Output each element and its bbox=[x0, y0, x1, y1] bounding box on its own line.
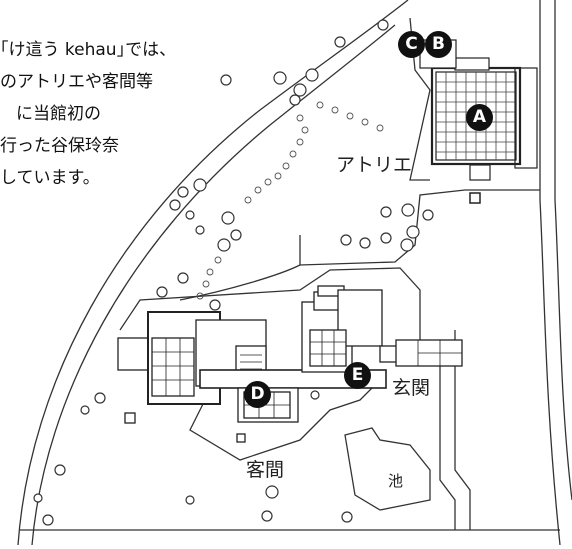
right-inner-path-2 bbox=[439, 340, 456, 530]
label-guest-room: 客間 bbox=[246, 459, 285, 481]
intro-line: 行った谷保玲奈 bbox=[0, 136, 119, 156]
marker-c[interactable]: C bbox=[398, 31, 425, 58]
garden-edge bbox=[189, 379, 381, 461]
intro-line: しています。 bbox=[0, 168, 100, 188]
main-house bbox=[117, 285, 463, 443]
label-atelier: アトリエ bbox=[336, 154, 413, 176]
label-entrance: 玄関 bbox=[392, 377, 431, 399]
lot-line-2 bbox=[179, 264, 301, 301]
pond bbox=[344, 427, 431, 511]
site-boundary bbox=[17, 0, 409, 546]
intro-text: ｢け這う kehau｣では、 のアトリエや客間等 に当館初の 行った谷保玲奈 し… bbox=[0, 34, 300, 194]
intro-line: ｢け這う kehau｣では、 bbox=[0, 40, 177, 60]
marker-b[interactable]: B bbox=[425, 31, 452, 58]
marker-e[interactable]: E bbox=[344, 362, 371, 389]
intro-line: に当館初の bbox=[16, 104, 101, 124]
stepping-stones bbox=[196, 101, 384, 300]
right-road-edge-2 bbox=[554, 0, 572, 501]
marker-d[interactable]: D bbox=[244, 381, 271, 408]
lot-line bbox=[299, 189, 540, 266]
path-loop bbox=[119, 267, 421, 340]
right-inner-path bbox=[454, 330, 471, 530]
right-road-edge bbox=[539, 0, 561, 546]
intro-line: のアトリエや客間等 bbox=[0, 72, 153, 92]
label-pond: 池 bbox=[388, 472, 404, 490]
trees bbox=[33, 19, 434, 526]
marker-a[interactable]: A bbox=[466, 104, 493, 131]
